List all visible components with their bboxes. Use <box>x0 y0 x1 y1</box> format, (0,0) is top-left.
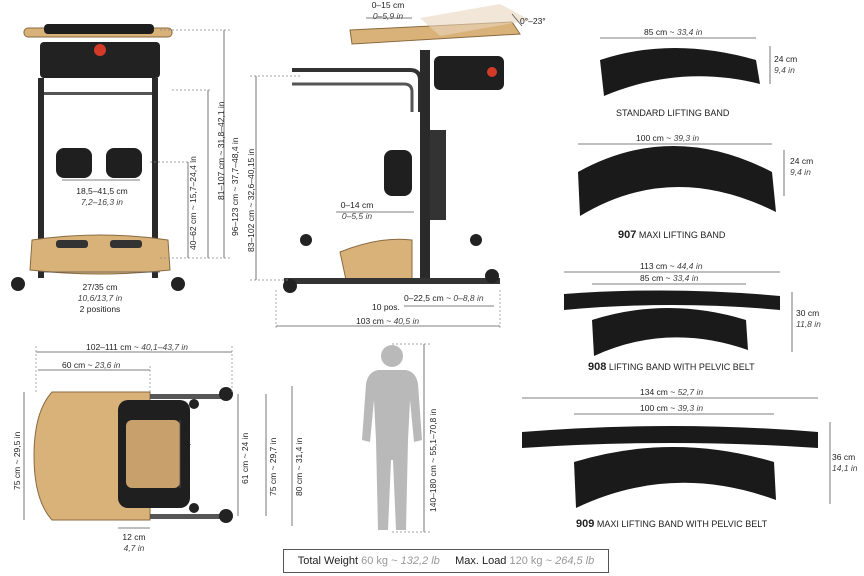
band4-width: 134 cm ~ 52,7 in <box>640 387 704 397</box>
front-range-upper: 81–107 cm ~ 31,8–42,1 in <box>216 101 226 200</box>
front-range-outer: 96–123 cm ~ 37,7–48,4 in <box>230 137 240 236</box>
front-view-stander <box>11 24 185 291</box>
weight-label: Total Weight <box>297 555 359 567</box>
top-mid-depth: 61 cm ~ 24 in <box>240 432 250 484</box>
maxi-lifting-band <box>578 146 776 216</box>
person-height: 140–180 cm ~ 55,1–70,8 in <box>428 408 438 512</box>
side-positions: 10 pos. <box>372 302 400 312</box>
weight-lb: 132,2 lb <box>400 555 440 567</box>
band2-caption: 907 MAXI LIFTING BAND <box>618 229 726 241</box>
band1-caption: STANDARD LIFTING BAND <box>616 108 730 118</box>
side-foot-adjust: 0–22,5 cm ~ 0–8,8 in <box>404 293 484 303</box>
load-label: Max. Load <box>455 555 507 567</box>
maxi-lifting-band-with-pelvic-belt <box>522 426 818 508</box>
lifting-band-with-pelvic-belt <box>564 290 780 356</box>
load-lb: 264,5 lb <box>555 555 595 567</box>
side-view-stander <box>283 4 530 293</box>
top-inner-depth: 39 cm ~ 15,3 in <box>182 429 192 488</box>
top-tray-width: 60 cm ~ 23,6 in <box>62 360 121 370</box>
front-range-knee: 40–62 cm ~ 15,7–24,4 in <box>188 156 198 250</box>
top-left-depth: 75 cm ~ 29,5 in <box>12 431 22 490</box>
side-tilt: 0°–23° <box>520 16 546 26</box>
side-length: 103 cm ~ 40,5 in <box>356 316 420 326</box>
weight-kg: 60 kg <box>361 555 389 567</box>
band2-width: 100 cm ~ 39,3 in <box>636 133 700 143</box>
band3-caption: 908 LIFTING BAND WITH PELVIC BELT <box>588 361 755 373</box>
top-width: 102–111 cm ~ 40,1–43,7 in <box>86 342 189 352</box>
top-outer-depth: 80 cm ~ 31,4 in <box>294 437 304 496</box>
band1-width: 85 cm ~ 33,4 in <box>644 27 703 37</box>
top-view-stander <box>33 387 233 523</box>
band3-width-inner: 85 cm ~ 33,4 in <box>640 273 699 283</box>
person-silhouette <box>362 345 422 530</box>
specs-footer: Total Weight 60 kg ~ 132,2 lb Max. Load … <box>283 549 609 573</box>
top-right-depth: 75 cm ~ 29,7 in <box>268 437 278 496</box>
front-foot-note: 2 positions <box>79 304 121 314</box>
standard-lifting-band <box>600 48 760 96</box>
band3-width: 113 cm ~ 44,4 in <box>640 261 703 271</box>
band4-caption: 909 MAXI LIFTING BAND WITH PELVIC BELT <box>576 518 768 530</box>
load-kg: 120 kg <box>509 555 543 567</box>
side-height: 83–102 cm ~ 32,6–40,15 in <box>246 148 256 252</box>
band4-width-inner: 100 cm ~ 39,3 in <box>640 403 704 413</box>
